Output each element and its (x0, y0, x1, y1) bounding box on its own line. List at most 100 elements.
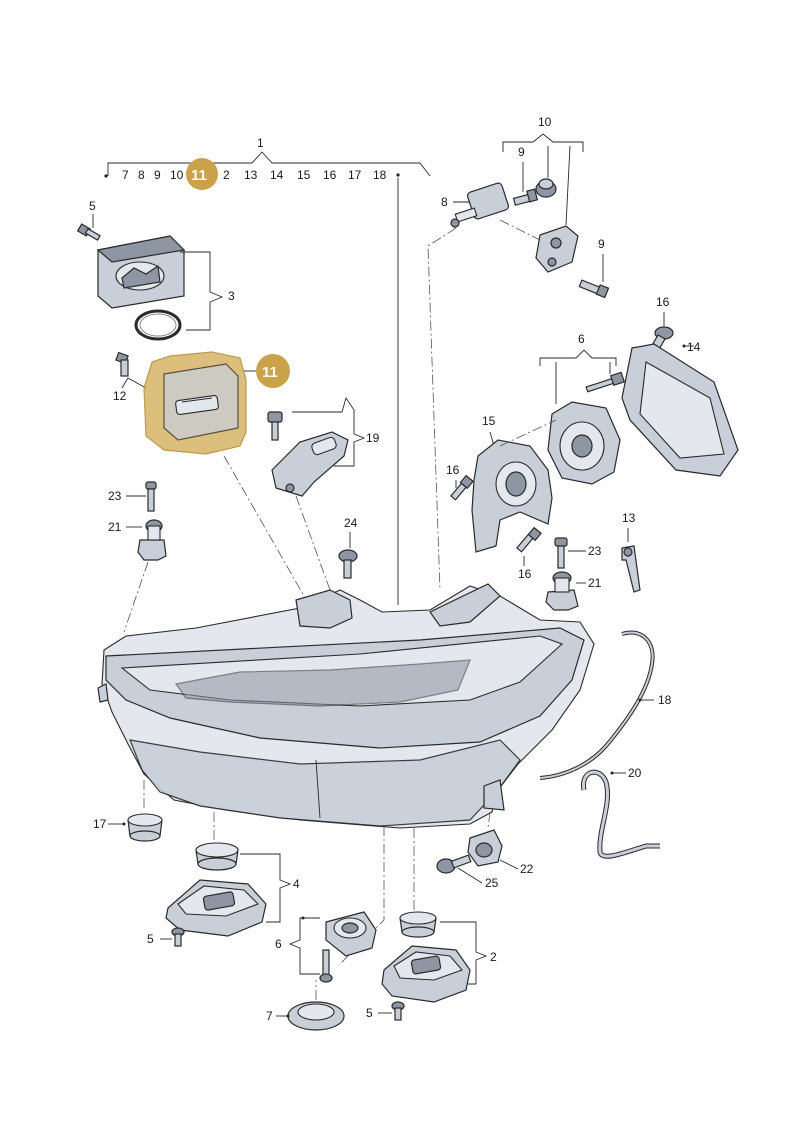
label-6-top: 6 (578, 332, 585, 346)
group-22-25: 22 25 (436, 811, 534, 890)
seal-ring-4[interactable] (195, 842, 239, 871)
group-18-20: 18 20 (539, 630, 672, 859)
cable-18[interactable] (539, 631, 654, 779)
screw-23-right[interactable] (554, 537, 568, 569)
headlamp-housing[interactable] (97, 583, 595, 829)
adjuster-bracket[interactable] (535, 225, 579, 273)
label-16-top: 16 (656, 295, 670, 309)
svg-text:11: 11 (262, 364, 278, 381)
clip-21-left[interactable] (137, 519, 167, 561)
bolt-9-top[interactable] (512, 188, 539, 206)
group-8-9-10: 10 9 8 (427, 115, 610, 591)
label-15: 15 (482, 414, 496, 428)
header-item-14: 14 (270, 168, 284, 182)
group-2: 2 5 (366, 828, 497, 1021)
screw-5-top[interactable] (76, 223, 101, 241)
label-18: 18 (658, 693, 672, 707)
adjuster-motor-8[interactable] (450, 182, 510, 228)
label-7: 7 (266, 1009, 273, 1023)
header-item-16: 16 (323, 168, 337, 182)
group-3: 5 3 (76, 199, 235, 341)
label-5-top: 5 (89, 199, 96, 213)
header-bracket: 1 7 8 9 10 2 13 14 15 16 17 18 11 (104, 136, 431, 190)
label-25: 25 (485, 876, 499, 890)
bracket-19[interactable] (271, 431, 349, 497)
header-label: 1 (257, 136, 264, 150)
ballast-4[interactable] (165, 879, 267, 937)
cap-17[interactable] (127, 813, 163, 842)
screw-5-bottom[interactable] (391, 1001, 405, 1021)
screw-6-top[interactable] (585, 371, 626, 393)
screw-16-low[interactable] (516, 526, 542, 553)
group-17: 17 (93, 780, 163, 842)
group-11: 12 11 (113, 351, 313, 611)
label-23-right: 23 (588, 544, 602, 558)
label-12: 12 (113, 389, 127, 403)
label-21-right: 21 (588, 576, 602, 590)
screw-19[interactable] (267, 411, 283, 441)
group-6-14-15-16: 6 16 14 15 (446, 295, 739, 581)
group-19: 19 (267, 396, 380, 591)
header-item-8: 8 (138, 168, 145, 182)
bulb-socket-6[interactable] (547, 401, 621, 485)
label-22: 22 (520, 862, 534, 876)
header-item-15: 15 (297, 168, 311, 182)
group-6-7-bottom: 6 7 (266, 826, 385, 1031)
group-4: 4 5 (147, 812, 300, 947)
screw-23-left[interactable] (145, 481, 157, 512)
group-13-21-23-right: 13 23 21 (545, 511, 641, 611)
label-3: 3 (228, 289, 235, 303)
label-6-bottom: 6 (275, 937, 282, 951)
led-module-11-highlighted[interactable] (143, 351, 247, 455)
header-item-7: 7 (122, 168, 129, 182)
screw-5-left[interactable] (171, 927, 185, 947)
label-10: 10 (538, 115, 552, 129)
header-item-18: 18 (373, 168, 387, 182)
screw-25[interactable] (436, 854, 472, 874)
label-20: 20 (628, 766, 642, 780)
header-highlight-badge[interactable]: 11 (186, 158, 218, 190)
header-item-9: 9 (154, 168, 161, 182)
screw-6-bottom[interactable] (319, 949, 333, 983)
screw-24[interactable] (338, 549, 358, 579)
label-11-badge[interactable]: 11 (256, 354, 290, 388)
label-21-left: 21 (108, 520, 122, 534)
label-16-mid: 16 (446, 463, 460, 477)
header-item-10: 10 (170, 168, 184, 182)
header-item-17: 17 (348, 168, 362, 182)
connector-22[interactable] (467, 829, 503, 867)
label-17: 17 (93, 817, 107, 831)
cover-cap-7[interactable] (287, 1001, 345, 1031)
screw-12[interactable] (115, 351, 129, 377)
led-control-unit-3[interactable] (96, 235, 186, 309)
clip-13[interactable] (621, 545, 641, 593)
header-item-2: 2 (223, 168, 230, 182)
label-24: 24 (344, 516, 358, 530)
hose-20[interactable] (582, 770, 660, 858)
ballast-2[interactable] (381, 945, 471, 1003)
label-5-bottom: 5 (366, 1006, 373, 1020)
label-4: 4 (293, 877, 300, 891)
reflector-housing-15[interactable] (471, 439, 553, 553)
label-2: 2 (490, 950, 497, 964)
seal-ring-2[interactable] (399, 911, 437, 938)
group-24: 24 (338, 516, 358, 579)
header-item-13: 13 (244, 168, 258, 182)
clip-21-right[interactable] (545, 571, 579, 611)
seal-ring-3[interactable] (134, 309, 182, 341)
label-9-top: 9 (518, 145, 525, 159)
label-14: 14 (687, 340, 701, 354)
bulb-holder-6-bottom[interactable] (325, 911, 377, 957)
cover-frame-14[interactable] (621, 343, 739, 477)
label-16-low: 16 (518, 567, 532, 581)
label-13: 13 (622, 511, 636, 525)
screw-16-mid[interactable] (450, 474, 474, 501)
label-23-left: 23 (108, 489, 122, 503)
label-19: 19 (366, 431, 380, 445)
label-8: 8 (441, 195, 448, 209)
svg-text:11: 11 (191, 167, 207, 184)
nut-10[interactable] (535, 178, 557, 198)
group-21-23-left: 23 21 (108, 481, 167, 633)
bolt-9-bottom[interactable] (578, 279, 610, 299)
